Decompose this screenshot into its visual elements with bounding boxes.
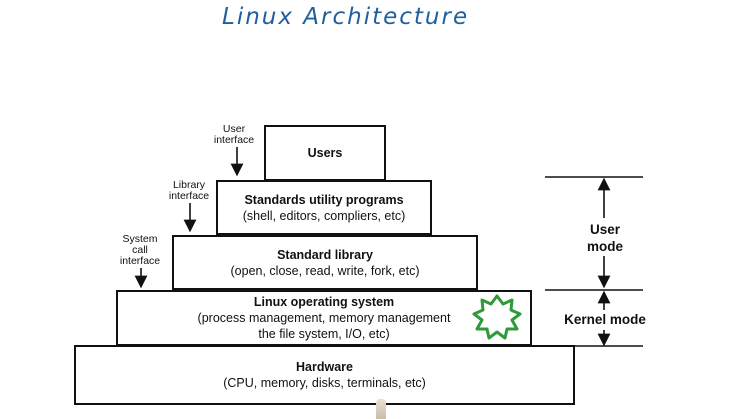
library-interface-line2: interface bbox=[168, 190, 210, 202]
layer-utility-programs-desc: (shell, editors, compliers, etc) bbox=[242, 208, 406, 223]
layer-operating-system-title: Linux operating system bbox=[253, 295, 395, 309]
user-mode-line2: mode bbox=[586, 239, 623, 254]
layer-standard-library: Standard library (open, close, read, wri… bbox=[172, 235, 478, 290]
layer-hardware: Hardware (CPU, memory, disks, terminals,… bbox=[74, 345, 575, 405]
layer-utility-programs-title: Standards utility programs bbox=[244, 192, 404, 207]
user-mode-line1: User bbox=[589, 222, 621, 237]
layer-hardware-desc: (CPU, memory, disks, terminals, etc) bbox=[223, 376, 426, 390]
user-interface-label: User interface bbox=[205, 124, 263, 146]
layer-standard-library-desc: (open, close, read, write, fork, etc) bbox=[230, 263, 420, 278]
user-mode-label: User mode bbox=[577, 221, 633, 255]
system-call-interface-line3: interface bbox=[119, 255, 161, 267]
layer-operating-system-desc-line2: the file system, I/O, etc) bbox=[258, 327, 390, 341]
user-interface-line2: interface bbox=[213, 134, 255, 146]
user-interface-line1: User bbox=[222, 123, 246, 135]
layer-operating-system-desc: (process management, memory management bbox=[197, 311, 451, 325]
layer-hardware-title: Hardware bbox=[296, 360, 353, 374]
layer-users: Users bbox=[264, 125, 386, 181]
kernel-mode-label: Kernel mode bbox=[554, 311, 656, 328]
system-call-interface-line2: call bbox=[132, 244, 148, 256]
library-interface-line1: Library bbox=[172, 179, 206, 191]
pen-cursor-icon bbox=[376, 399, 386, 419]
layer-utility-programs: Standards utility programs (shell, edito… bbox=[216, 180, 432, 235]
layer-operating-system: Linux operating system (process manageme… bbox=[116, 290, 532, 346]
system-call-interface-line1: System bbox=[122, 233, 158, 245]
system-call-interface-label: System call interface bbox=[110, 234, 170, 267]
diagram-title: Linux Architecture bbox=[222, 4, 470, 30]
layer-standard-library-title: Standard library bbox=[277, 247, 373, 262]
layer-users-title: Users bbox=[307, 146, 343, 160]
library-interface-label: Library interface bbox=[158, 180, 220, 202]
